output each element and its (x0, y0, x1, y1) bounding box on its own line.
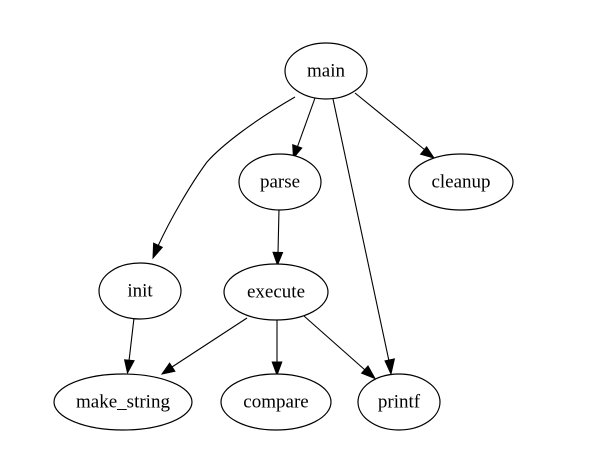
edge-main-init (152, 96, 296, 260)
node-execute-label: execute (247, 282, 305, 303)
node-cleanup-label: cleanup (431, 172, 490, 193)
node-make-string[interactable]: make_string (53, 373, 193, 431)
node-printf[interactable]: printf (357, 373, 441, 431)
node-init[interactable]: init (98, 262, 182, 320)
edge-init-make-string (123, 317, 135, 375)
node-execute[interactable]: execute (223, 263, 329, 321)
node-compare[interactable]: compare (220, 373, 332, 431)
edge-execute-printf (303, 315, 377, 380)
node-compare-label: compare (243, 392, 308, 413)
edge-main-printf (332, 98, 396, 376)
edge-execute-compare (271, 319, 283, 377)
edge-execute-make-string (160, 317, 248, 375)
node-make-string-label: make_string (76, 392, 170, 413)
node-init-label: init (127, 281, 153, 302)
edges-layer (123, 92, 436, 380)
edge-parse-execute (272, 208, 284, 267)
node-main[interactable]: main (284, 42, 368, 100)
edge-main-cleanup (354, 92, 436, 159)
nodes-layer: main parse cleanup init execute make_str… (53, 42, 514, 431)
node-printf-label: printf (378, 392, 421, 413)
node-cleanup[interactable]: cleanup (408, 153, 514, 211)
edge-main-parse (292, 97, 316, 160)
node-parse-label: parse (260, 172, 300, 193)
node-main-label: main (307, 61, 345, 82)
node-parse[interactable]: parse (238, 153, 322, 211)
